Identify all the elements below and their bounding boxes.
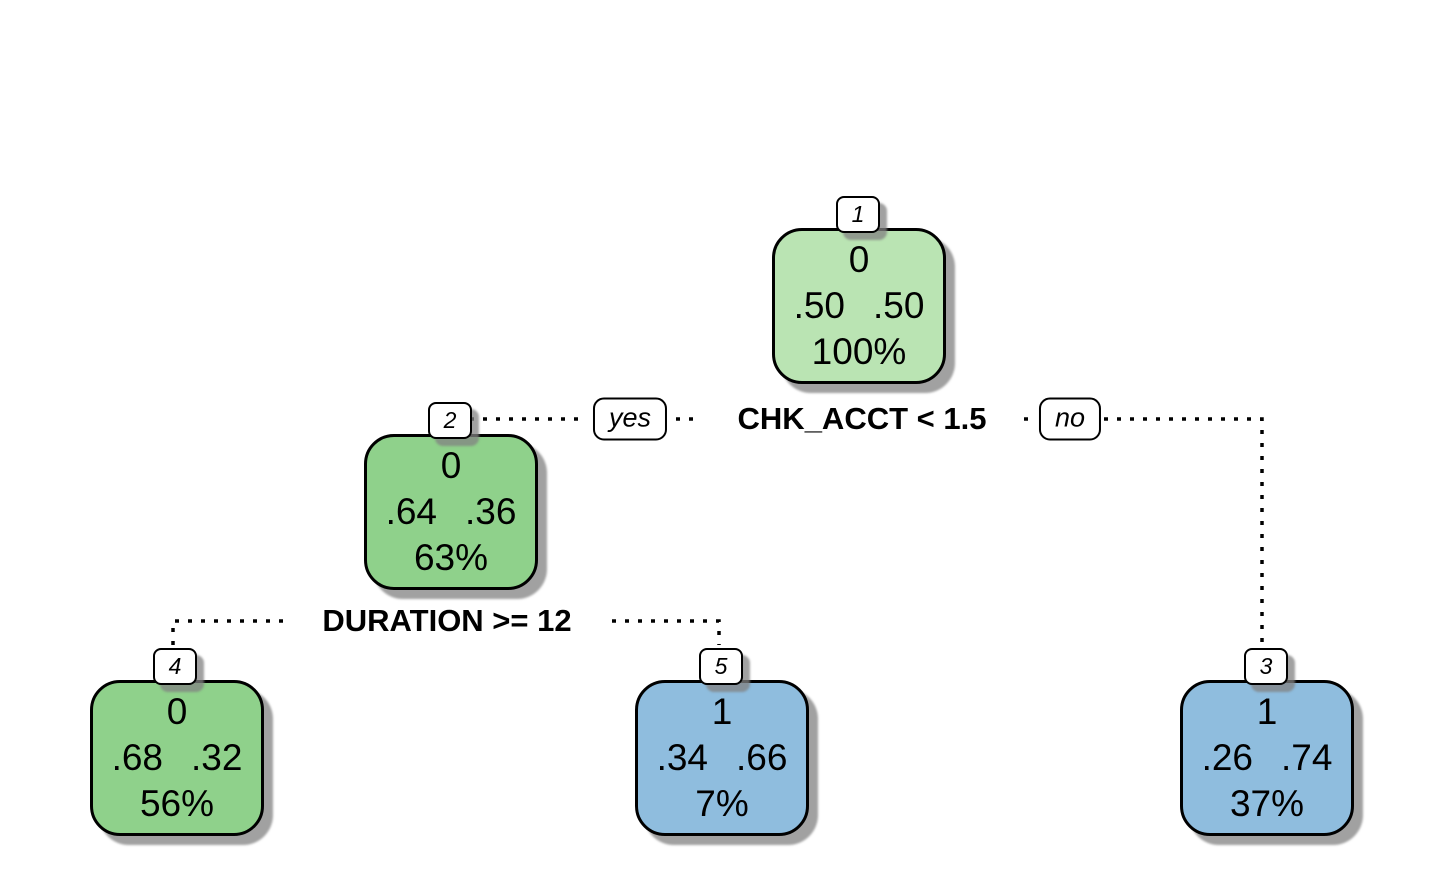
node-3-number: 3 [1259,653,1273,679]
node-5-prob1: .66 [736,737,788,778]
node-2-number: 2 [443,407,457,433]
node-1-probabilities: .50 .50 [794,283,925,329]
split-1-no-badge: no [1038,397,1102,441]
node-1-class: 0 [848,239,870,280]
node-2-coverage: 63% [413,537,489,578]
split-1-yes-badge: yes [592,397,668,441]
node-4-probabilities: .68 .32 [112,735,243,781]
node-3-coverage: 37% [1229,783,1305,824]
node-2-class: 0 [440,445,462,486]
node-5-number-badge: 5 [699,648,743,685]
split-2-condition: DURATION >= 12 [316,603,578,639]
node-3-probabilities: .26 .74 [1202,735,1333,781]
node-5-class: 1 [711,691,733,732]
node-4-number: 4 [168,653,182,679]
node-1-number: 1 [851,201,865,227]
tree-node-3: 1 .26 .74 37% [1180,680,1354,836]
branch-no-to-node3 [1104,417,1264,645]
branch-node4-to-label [171,619,283,645]
node-2-number-badge: 2 [428,402,472,439]
node-3-prob0: .26 [1201,737,1253,778]
node-1-prob0: .50 [793,285,845,326]
node-5-number: 5 [714,653,728,679]
node-4-coverage: 56% [139,783,215,824]
tree-node-2: 0 .64 .36 63% [364,434,538,590]
node-5-coverage: 7% [695,783,749,824]
branch-label-to-node5 [612,619,721,645]
node-2-prob0: .64 [385,491,437,532]
node-5-probabilities: .34 .66 [657,735,788,781]
node-1-coverage: 100% [811,331,907,372]
node-5-prob0: .34 [656,737,708,778]
node-1-number-badge: 1 [836,196,880,233]
split-1-condition: CHK_ACCT < 1.5 [731,401,993,437]
node-4-class: 0 [166,691,188,732]
node-4-number-badge: 4 [153,648,197,685]
node-2-prob1: .36 [465,491,517,532]
node-3-prob1: .74 [1281,737,1333,778]
tree-node-4: 0 .68 .32 56% [90,680,264,836]
split-1-no-label: no [1054,402,1086,433]
tree-node-5: 1 .34 .66 7% [635,680,809,836]
node-2-probabilities: .64 .36 [386,489,517,535]
tree-node-1: 0 .50 .50 100% [772,228,946,384]
node-1-prob1: .50 [873,285,925,326]
node-3-class: 1 [1256,691,1278,732]
node-4-prob0: .68 [111,737,163,778]
node-4-prob1: .32 [191,737,243,778]
split-1-yes-label: yes [608,402,652,433]
node-3-number-badge: 3 [1244,648,1288,685]
